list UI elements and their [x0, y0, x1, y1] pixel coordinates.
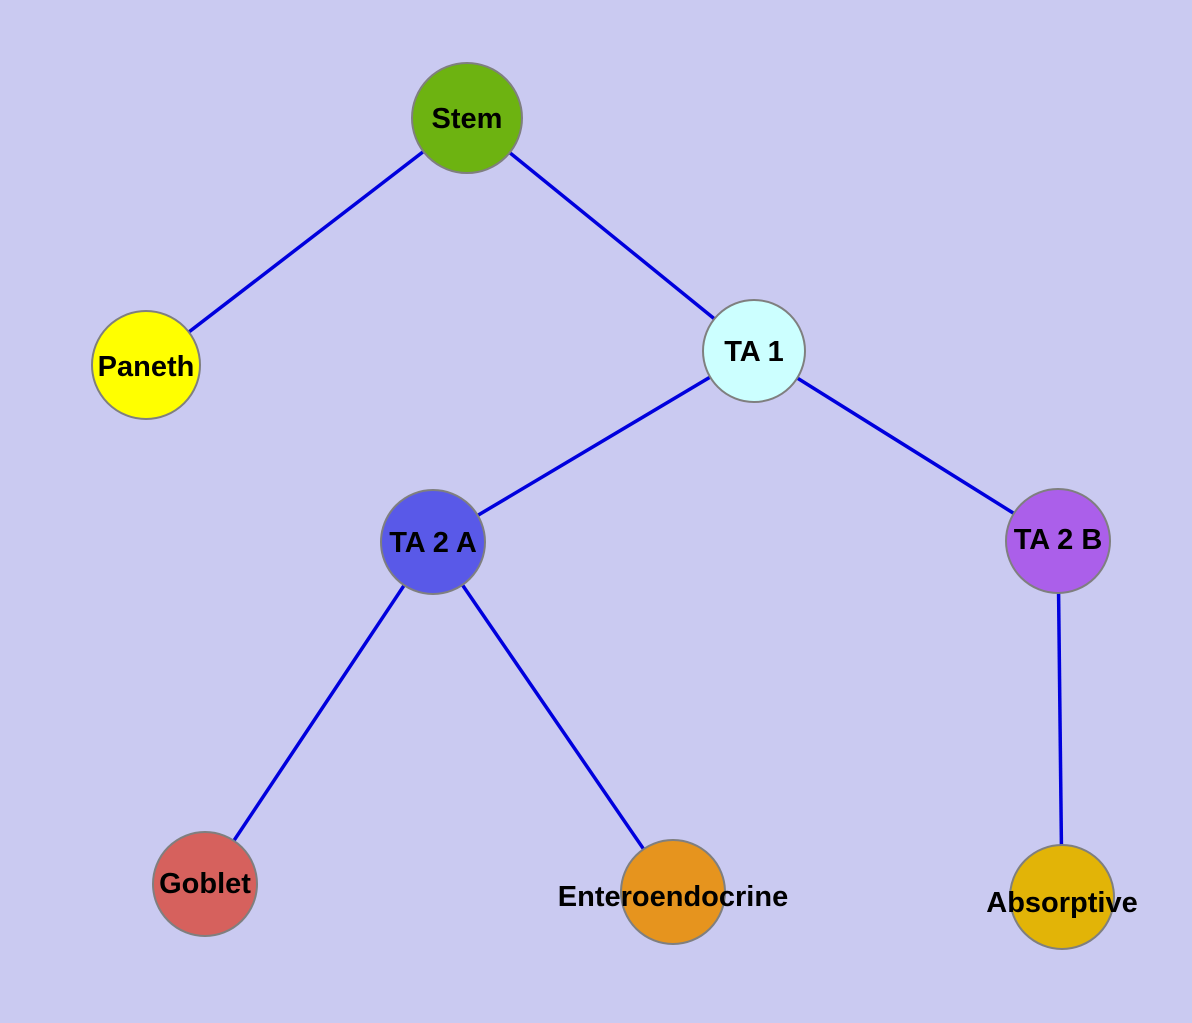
node-stem-circle[interactable]	[411, 62, 523, 174]
node-ta2b[interactable]: TA 2 B	[1005, 488, 1111, 594]
node-ta2a-circle[interactable]	[380, 489, 486, 595]
edge-layer	[144, 116, 1064, 898]
edge-ta1-ta2b	[753, 349, 1059, 543]
node-ta1-circle[interactable]	[702, 299, 806, 403]
node-goblet-circle[interactable]	[152, 831, 258, 937]
node-enteroendocrine-circle[interactable]	[620, 839, 726, 945]
edge-stem-paneth	[144, 116, 469, 367]
node-stem[interactable]: Stem	[411, 62, 523, 174]
edge-ta2b-absorptive	[1056, 540, 1064, 898]
edge-ta2a-goblet	[203, 541, 435, 885]
node-ta2a[interactable]: TA 2 A	[380, 489, 486, 595]
edge-stem-ta1	[465, 116, 756, 353]
edge-ta2a-enteroendocrine	[431, 541, 675, 893]
node-paneth[interactable]: Paneth	[91, 310, 201, 420]
node-goblet[interactable]: Goblet	[152, 831, 258, 937]
node-ta1[interactable]: TA 1	[702, 299, 806, 403]
node-absorptive-circle[interactable]	[1009, 844, 1115, 950]
node-paneth-circle[interactable]	[91, 310, 201, 420]
edge-ta1-ta2a	[432, 349, 755, 544]
node-ta2b-circle[interactable]	[1005, 488, 1111, 594]
